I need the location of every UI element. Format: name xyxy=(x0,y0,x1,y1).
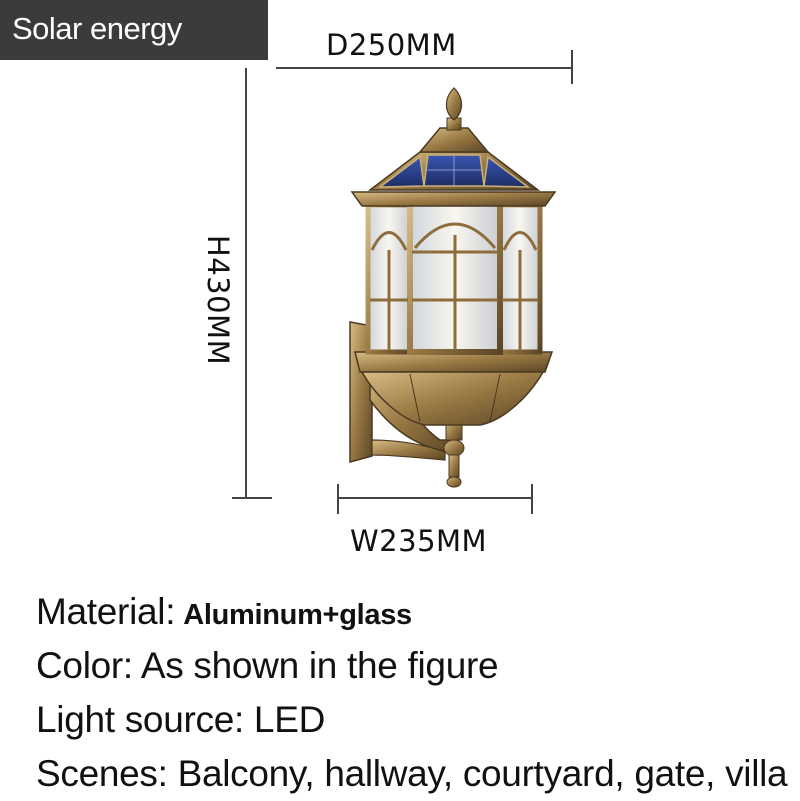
top-finial xyxy=(445,87,463,131)
product-specs: Material:Aluminum+glass Color: As shown … xyxy=(36,585,796,801)
spec-material: Material:Aluminum+glass xyxy=(36,585,796,639)
spec-light-source: Light source: LED xyxy=(36,699,326,740)
spec-scenes: Scenes: Balcony, hallway, courtyard, gat… xyxy=(36,753,788,794)
solar-panel-right xyxy=(483,155,531,188)
material-value: Aluminum+glass xyxy=(183,599,412,631)
material-label: Material: xyxy=(36,591,176,632)
bottom-finial xyxy=(443,419,465,488)
solar-version-badge: Solar energy version xyxy=(0,0,268,104)
spec-color: Color: As shown in the figure xyxy=(36,645,499,686)
lantern-body xyxy=(350,191,557,355)
width-label: W235MM xyxy=(350,524,488,558)
solar-roof xyxy=(367,127,541,191)
depth-label: D250MM xyxy=(326,28,457,62)
solar-panel-left xyxy=(377,155,425,188)
